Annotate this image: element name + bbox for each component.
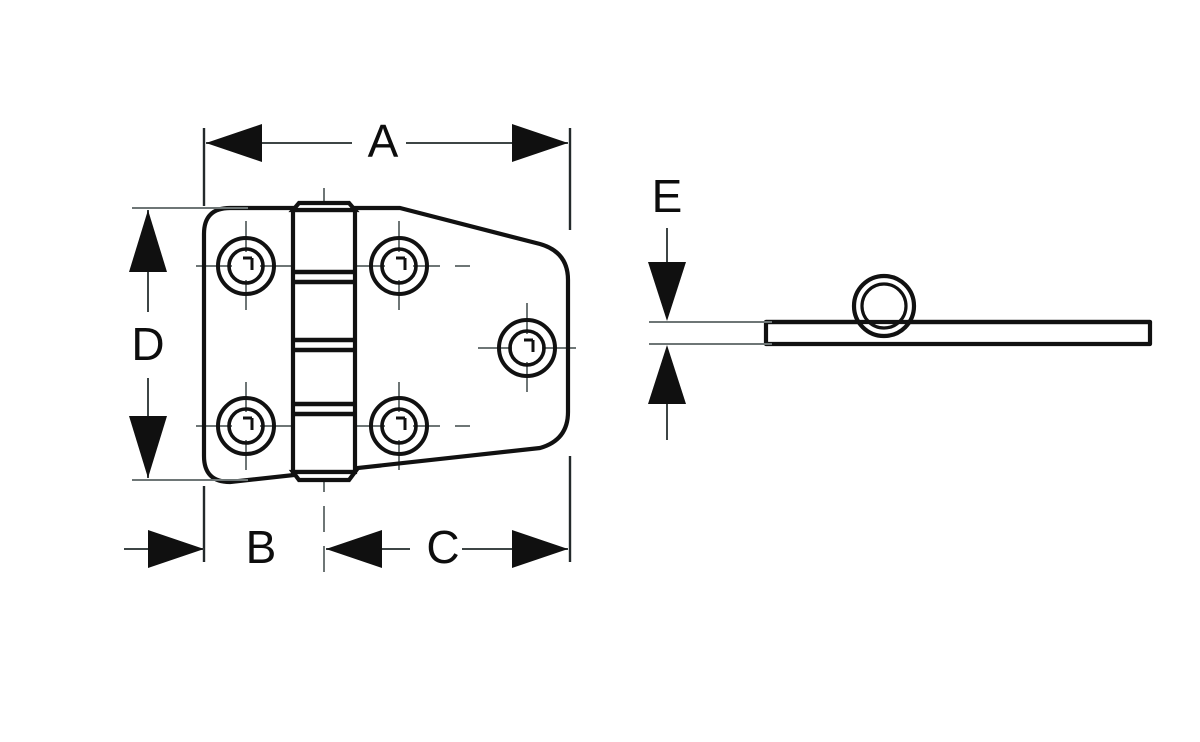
hole-inner-ring [227,407,265,445]
hole-countersink-tick [396,416,407,430]
hole-bottom-left [216,396,276,456]
hole-top-right [369,236,429,296]
dimension-B-arrow [148,530,204,568]
hole-mid-right [497,318,557,378]
dimension-C-label: C [426,521,459,573]
knuckle-segment-divider-3 [293,401,355,417]
hole-countersink-tick [243,416,254,430]
knuckle-cap-bottom [288,469,360,483]
dimension-E-arrow-bottom [648,345,686,404]
dimension-C: C [326,456,572,573]
dimension-C-arrow-right [512,530,568,568]
dimension-D-arrow-top [129,210,167,272]
dimension-A: A [202,115,572,230]
hinge-barrel-outer [851,273,917,339]
hole-countersink-tick [396,256,407,270]
hole-countersink-tick [524,338,535,352]
dimension-B: B [124,486,276,573]
dimension-D: D [129,207,248,481]
dimension-D-label: D [131,318,164,370]
hole-inner-ring [227,247,265,285]
hole-countersink-tick [243,256,254,270]
dimension-A-arrow-left [206,124,262,162]
screw-holes [216,236,557,456]
hole-bottom-right [369,396,429,456]
hole-outer-ring [216,396,276,456]
dimension-B-label: B [246,521,277,573]
hole-inner-ring [508,329,546,367]
front-view-centerlines [196,188,576,572]
hole-inner-ring [380,247,418,285]
hole-outer-ring [216,236,276,296]
front-view: A D B C [124,115,576,573]
dimension-C-arrow-left [326,530,382,568]
side-view: E [648,170,1153,440]
hole-inner-ring [380,407,418,445]
knuckle-cap-top [288,200,360,213]
hole-outer-ring [369,236,429,296]
hole-outer-ring [497,318,557,378]
hole-outer-ring [369,396,429,456]
dimension-A-label: A [368,115,399,167]
knuckle-segment-divider-2 [293,337,355,353]
hinge-barrel-inner [860,282,908,330]
hinge-leaf-plate [763,319,1153,347]
knuckle-segment-divider-1 [293,269,355,285]
dimension-E: E [648,170,772,440]
hole-top-left [216,236,276,296]
knuckle-column [288,200,360,483]
dimension-D-arrow-bottom [129,416,167,478]
dimension-E-arrow-top [648,262,686,321]
hinge-body-outline [201,205,571,485]
dimension-E-label: E [652,170,683,222]
dimension-A-arrow-right [512,124,568,162]
